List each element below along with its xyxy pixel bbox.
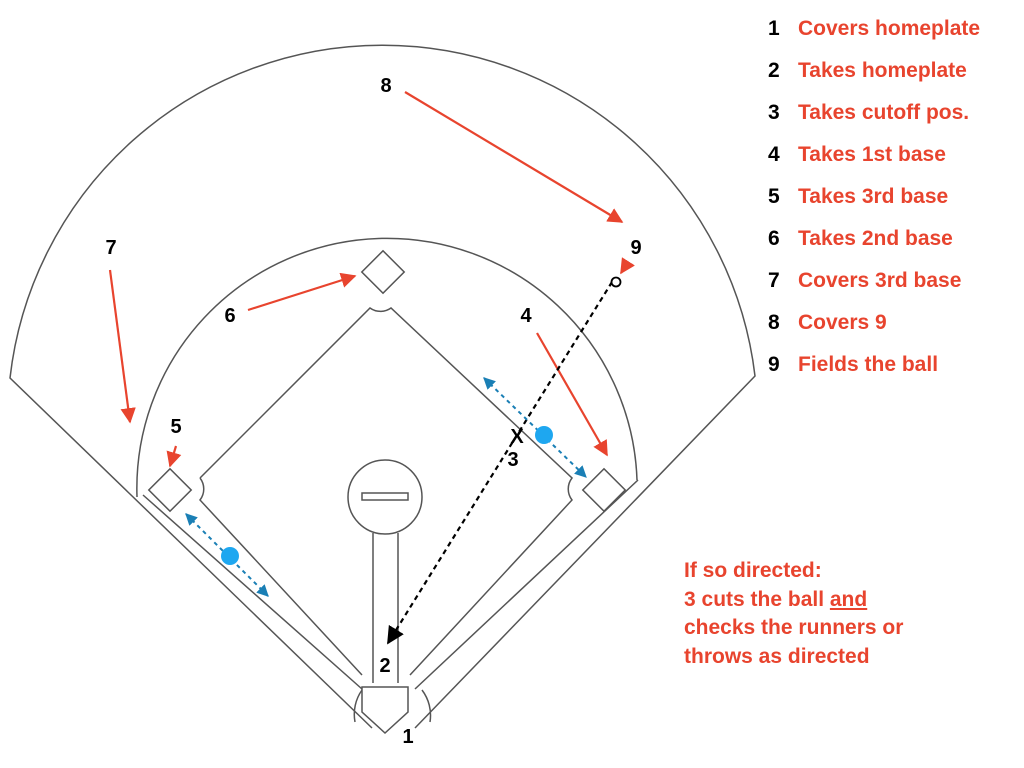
- second-base-icon: [360, 249, 406, 295]
- legend-text: Takes cutoff pos.: [798, 101, 970, 124]
- legend-number: 3: [768, 101, 780, 124]
- legend-text: Fields the ball: [798, 353, 939, 376]
- position-label-6: 6: [224, 305, 235, 327]
- legend-row-6: 6 Takes 2nd base: [768, 218, 1018, 260]
- legend-row-3: 3 Takes cutoff pos.: [768, 92, 1018, 134]
- position-label-8: 8: [380, 75, 391, 97]
- position-label-7: 7: [105, 237, 116, 259]
- arrow-7-to-third: [108, 269, 136, 424]
- homeplate-icon: [361, 686, 409, 735]
- cutoff-mark: X: [510, 426, 524, 448]
- position-label-5: 5: [170, 416, 181, 438]
- legend-row-1: 1 Covers homeplate: [768, 8, 1018, 50]
- legend-text: Covers homeplate: [798, 17, 981, 40]
- throw-line: [387, 281, 613, 645]
- position-label-1: 1: [402, 726, 413, 748]
- legend-text: Covers 9: [798, 311, 887, 334]
- position-label-4: 4: [520, 305, 532, 327]
- legend-number: 8: [768, 311, 780, 334]
- note-underlined-word: and: [829, 587, 868, 611]
- arrow-5-to-third: [166, 445, 182, 468]
- outfield-boundary: [9, 44, 756, 729]
- position-label-2: 2: [379, 655, 390, 677]
- legend-text: Takes homeplate: [798, 59, 967, 82]
- first-base-icon: [581, 467, 627, 513]
- runner-dot-icon: [535, 426, 553, 444]
- legend-row-2: 2 Takes homeplate: [768, 50, 1018, 92]
- legend-text: Takes 1st base: [798, 143, 946, 166]
- note-line-4: throws as directed: [684, 644, 870, 668]
- home-plate-circle: [353, 689, 432, 723]
- legend-row-5: 5 Takes 3rd base: [768, 176, 1018, 218]
- pitchers-mound-icon: [347, 459, 423, 683]
- instruction-note: If so directed: 3 cuts the ball and chec…: [684, 557, 1004, 671]
- legend-text: Covers 3rd base: [798, 269, 962, 292]
- position-label-9: 9: [630, 237, 641, 259]
- legend-number: 2: [768, 59, 780, 82]
- legend-row-9: 9 Fields the ball: [768, 344, 1018, 386]
- note-line-3: checks the runners or: [684, 616, 904, 639]
- legend-number: 6: [768, 227, 780, 250]
- legend-text: Takes 2nd base: [798, 227, 953, 250]
- legend-number: 5: [768, 185, 780, 208]
- arrow-9-to-ball: [620, 257, 635, 275]
- first-base-line: [414, 479, 639, 690]
- third-base-line: [142, 494, 363, 690]
- arrow-6-to-second: [247, 272, 357, 312]
- runner-dot-icon: [221, 547, 239, 565]
- infield-diamond: [199, 307, 574, 676]
- note-line-1: If so directed:: [684, 559, 822, 582]
- note-line-2-prefix: 3 cuts the ball: [684, 587, 830, 611]
- third-base-icon: [147, 467, 193, 513]
- legend-number: 7: [768, 269, 780, 292]
- legend-row-8: 8 Covers 9: [768, 302, 1018, 344]
- legend-number: 9: [768, 353, 780, 376]
- position-legend: 1 Covers homeplate 2 Takes homeplate 3 T…: [768, 8, 1018, 386]
- infield-arc: [136, 237, 638, 498]
- note-line-2: 3 cuts the ball and: [684, 586, 1004, 615]
- ball-icon: [610, 276, 622, 288]
- legend-text: Takes 3rd base: [798, 185, 949, 208]
- legend-number: 1: [768, 17, 780, 40]
- arrow-8-to-9: [404, 91, 624, 223]
- legend-number: 4: [768, 143, 780, 166]
- legend-row-4: 4 Takes 1st base: [768, 134, 1018, 176]
- position-label-3: 3: [507, 449, 518, 471]
- legend-row-7: 7 Covers 3rd base: [768, 260, 1018, 302]
